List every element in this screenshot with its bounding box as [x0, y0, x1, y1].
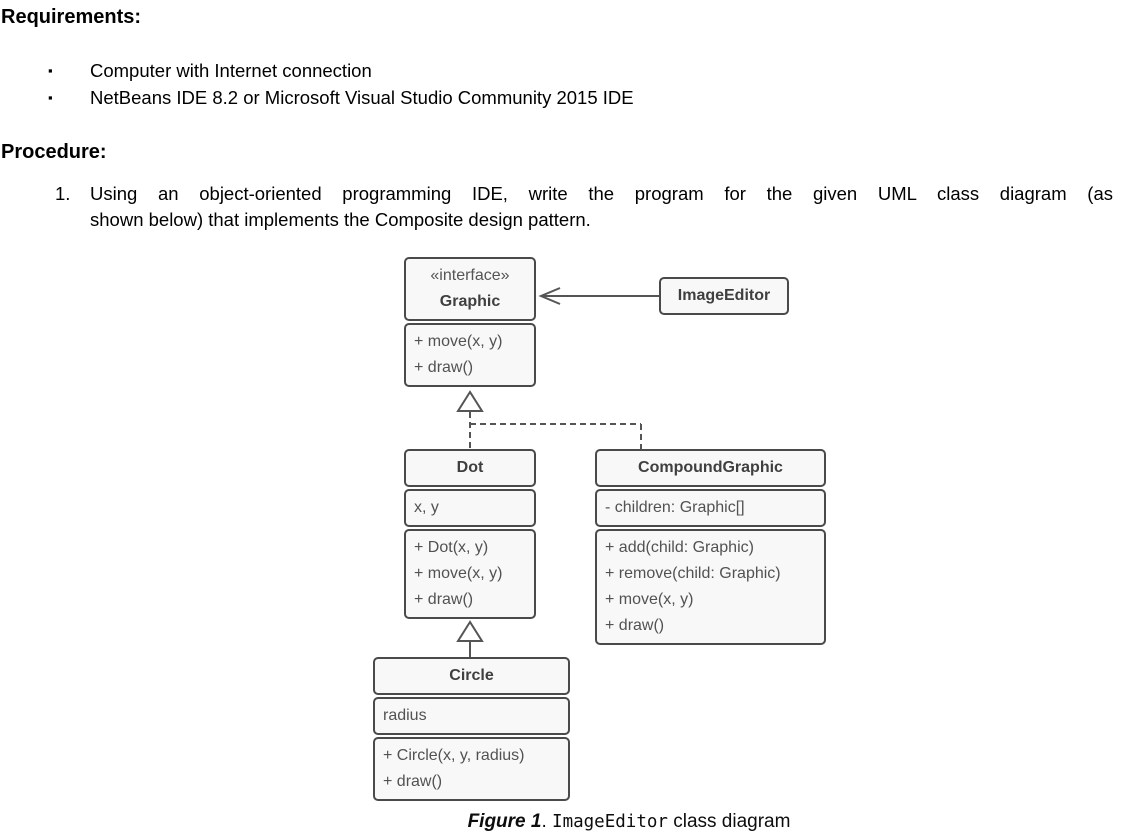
- class-attribute: - children: Graphic[]: [605, 499, 745, 516]
- list-item: ▪ Computer with Internet connection: [48, 57, 634, 84]
- inheritance-connector: [456, 620, 484, 658]
- requirements-list: ▪ Computer with Internet connection ▪ Ne…: [48, 57, 634, 111]
- class-methods: + Dot(x, y) + move(x, y) + draw(): [404, 529, 536, 619]
- figure-text: class diagram: [667, 811, 791, 832]
- class-method: + draw(): [605, 617, 665, 634]
- figure-label: Figure 1: [467, 811, 542, 832]
- procedure-heading: Procedure:: [1, 141, 107, 163]
- realization-connector: [456, 390, 642, 449]
- class-header: «interface» Graphic: [404, 257, 536, 321]
- requirements-heading: Requirements:: [1, 6, 142, 28]
- class-methods: + move(x, y) + draw(): [404, 323, 536, 387]
- class-box-circle: Circle radius + Circle(x, y, radius) + d…: [373, 657, 570, 801]
- class-method: + draw(): [414, 591, 474, 608]
- class-method: + move(x, y): [605, 591, 694, 608]
- class-method: + move(x, y): [414, 565, 503, 582]
- step-number: 1.: [55, 183, 71, 204]
- step-text-line-1: Using an object-oriented programming IDE…: [90, 183, 1113, 204]
- association-arrow: [538, 287, 659, 305]
- class-box-compoundgraphic: CompoundGraphic - children: Graphic[] + …: [595, 449, 826, 645]
- bullet-icon: ▪: [48, 90, 53, 105]
- figure-separator: .: [541, 811, 553, 832]
- figure-caption: Figure 1. ImageEditor class diagram: [329, 811, 929, 833]
- class-methods: + Circle(x, y, radius) + draw(): [373, 737, 570, 801]
- bullet-icon: ▪: [48, 63, 53, 78]
- class-name: ImageEditor: [659, 277, 789, 315]
- class-method: + add(child: Graphic): [605, 539, 754, 556]
- list-item-text: NetBeans IDE 8.2 or Microsoft Visual Stu…: [90, 87, 634, 108]
- class-method: + draw(): [414, 359, 474, 376]
- class-box-imageeditor: ImageEditor: [659, 277, 789, 315]
- class-method: + Circle(x, y, radius): [383, 747, 525, 764]
- stereotype-label: «interface»: [430, 267, 510, 284]
- step-text-line-2: shown below) that implements the Composi…: [90, 209, 591, 230]
- class-attributes: - children: Graphic[]: [595, 489, 826, 527]
- procedure-step-text: Using an object-oriented programming IDE…: [90, 181, 1113, 233]
- class-name: Circle: [373, 657, 570, 695]
- class-attribute: x, y: [414, 499, 439, 516]
- class-method: + Dot(x, y): [414, 539, 489, 556]
- figure-code: ImageEditor: [552, 812, 668, 832]
- class-name: Dot: [404, 449, 536, 487]
- class-box-graphic: «interface» Graphic + move(x, y) + draw(…: [404, 257, 536, 387]
- class-attributes: radius: [373, 697, 570, 735]
- list-item: ▪ NetBeans IDE 8.2 or Microsoft Visual S…: [48, 84, 634, 111]
- class-method: + draw(): [383, 773, 443, 790]
- class-attribute: radius: [383, 707, 427, 724]
- class-methods: + add(child: Graphic) + remove(child: Gr…: [595, 529, 826, 645]
- class-attributes: x, y: [404, 489, 536, 527]
- class-method: + move(x, y): [414, 333, 503, 350]
- class-box-dot: Dot x, y + Dot(x, y) + move(x, y) + draw…: [404, 449, 536, 619]
- class-name: Graphic: [439, 293, 501, 310]
- class-name: CompoundGraphic: [595, 449, 826, 487]
- class-method: + remove(child: Graphic): [605, 565, 781, 582]
- list-item-text: Computer with Internet connection: [90, 60, 372, 81]
